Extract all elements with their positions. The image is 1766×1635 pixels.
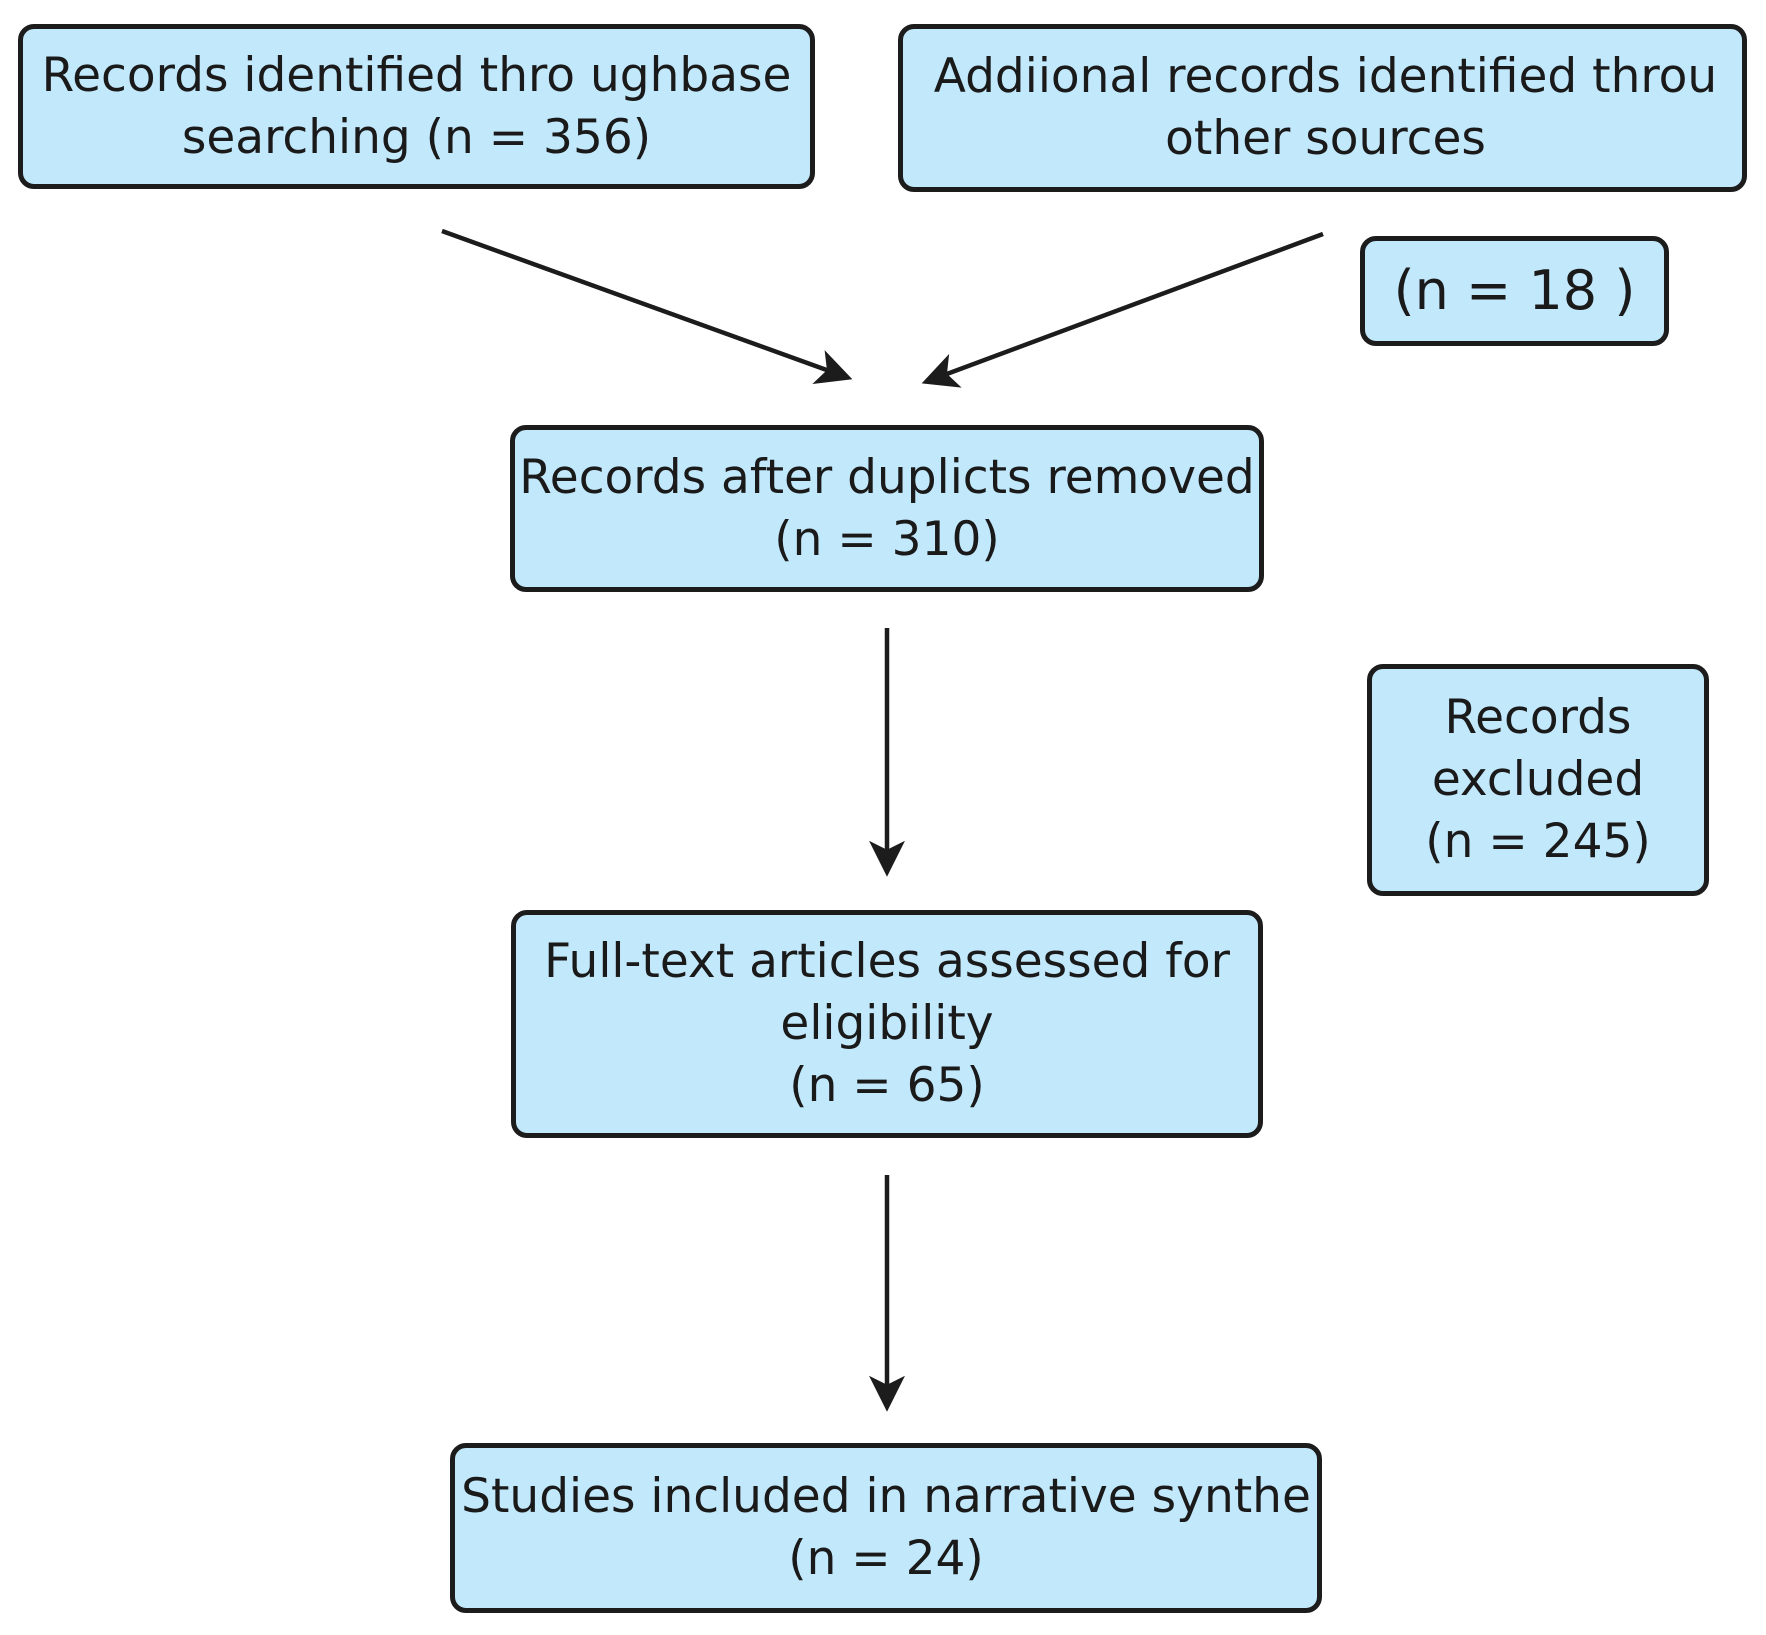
full-text-assessed-line3: (n = 65): [789, 1058, 985, 1113]
records-identified-database-line2: searching (n = 356): [181, 109, 652, 165]
additional-records-count-box: (n = 18 ): [1360, 236, 1669, 346]
full-text-assessed-box: Full-text articles assessed for eligibil…: [511, 910, 1263, 1138]
records-excluded-box: Records excluded (n = 245): [1367, 664, 1709, 896]
studies-included-line2: (n = 24): [788, 1531, 984, 1586]
additional-records-box: Addiional records identified throu other…: [898, 24, 1747, 192]
studies-included-line1: Studies included in narrative synthe: [461, 1469, 1311, 1524]
records-identified-database-box: Records identified thro ughbase searchin…: [18, 24, 815, 189]
additional-records-line2: other sources: [1165, 111, 1486, 166]
additional-records-count: (n = 18 ): [1393, 259, 1636, 322]
full-text-assessed-line1: Full-text articles assessed for: [544, 934, 1230, 989]
records-after-duplicates-box: Records after duplicts removed (n = 310): [510, 425, 1264, 592]
additional-records-line1: Addiional records identified throu: [933, 49, 1718, 104]
full-text-assessed-line2: eligibility: [780, 996, 994, 1051]
records-after-duplicates-line1: Records after duplicts removed: [519, 449, 1255, 505]
records-excluded-line3: (n = 245): [1425, 814, 1651, 869]
records-excluded-line1: Records: [1444, 690, 1632, 745]
arrow-other-to-deduplicated: [921, 231, 1324, 388]
records-excluded-line2: excluded: [1431, 752, 1645, 807]
studies-included-box: Studies included in narrative synthe (n …: [450, 1443, 1322, 1613]
records-identified-database-line1: Records identified thro ughbase: [41, 47, 792, 103]
arrow-database-to-deduplicated: [441, 228, 853, 384]
records-after-duplicates-line2: (n = 310): [774, 511, 1000, 567]
